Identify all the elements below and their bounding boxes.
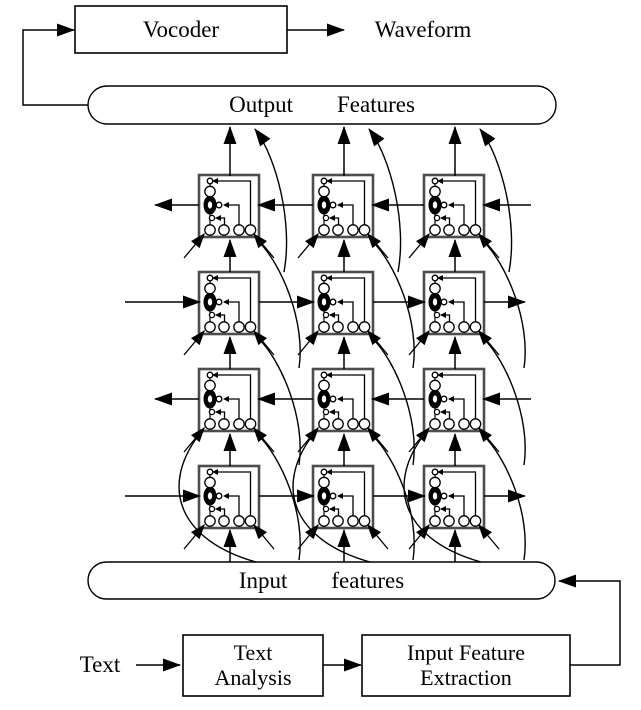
lstm-cell-r4c1 (182, 464, 276, 551)
lstm-cell-r1c3 (407, 173, 501, 260)
cross-layer-arc (257, 240, 301, 369)
input-skip-arc (403, 435, 482, 563)
waveform-label: Waveform (374, 17, 472, 43)
cross-layer-arc (257, 434, 301, 561)
lstm-cell-r2c2 (296, 270, 390, 357)
output-features-word1: Output (229, 92, 293, 118)
output-to-vocoder-feedback-arrow (22, 23, 88, 106)
skip-arc-to-output (479, 128, 513, 273)
text-analysis-box-label: Text Analysis (183, 635, 323, 696)
lstm-cell-r1c1 (182, 173, 276, 260)
vocoder-box (74, 5, 288, 54)
extraction-to-input-pill-arrow (558, 574, 621, 666)
output-features-pill-label: Output Features (88, 86, 556, 124)
lstm-cell-r1c2 (296, 173, 390, 260)
lstm-cell-r3c2 (296, 367, 390, 454)
skip-arc-to-output (254, 128, 288, 273)
input-features-word2: features (331, 567, 405, 593)
lstm-cell-r2c1 (182, 270, 276, 357)
output-features-word2: Features (336, 92, 415, 118)
input-features-word1: Input (238, 567, 288, 593)
vocoder-box-label: Vocoder (142, 16, 220, 42)
cross-layer-arc (482, 337, 526, 466)
lstm-cell-r4c2 (296, 464, 390, 551)
cross-layer-arc (371, 434, 415, 561)
input-skip-arc (292, 435, 371, 563)
cross-layer-arc (371, 240, 415, 369)
input-feature-extraction-box-label: Input Feature Extraction (362, 635, 570, 696)
text-analysis-line1: Text (233, 639, 273, 665)
input-skip-arc (178, 435, 257, 563)
lstm-cell-r4c3 (407, 464, 501, 551)
cross-layer-arc (371, 337, 415, 466)
cross-layer-arc (257, 337, 301, 466)
text-analysis-line2: Analysis (214, 664, 292, 690)
input-features-pill (87, 561, 556, 600)
input-feature-extraction-line1: Input Feature (407, 639, 525, 665)
cross-layer-arc (482, 240, 526, 369)
lstm-cell-r3c3 (407, 367, 501, 454)
cross-layer-arc (482, 434, 526, 561)
lstm-cell-r3c1 (182, 367, 276, 454)
lstm-cell-r2c3 (407, 270, 501, 357)
skip-arc-to-output (368, 128, 402, 273)
input-feature-extraction-line2: Extraction (420, 664, 512, 690)
text-input-label: Text (79, 652, 121, 678)
input-features-pill-label: Input features (88, 562, 555, 599)
